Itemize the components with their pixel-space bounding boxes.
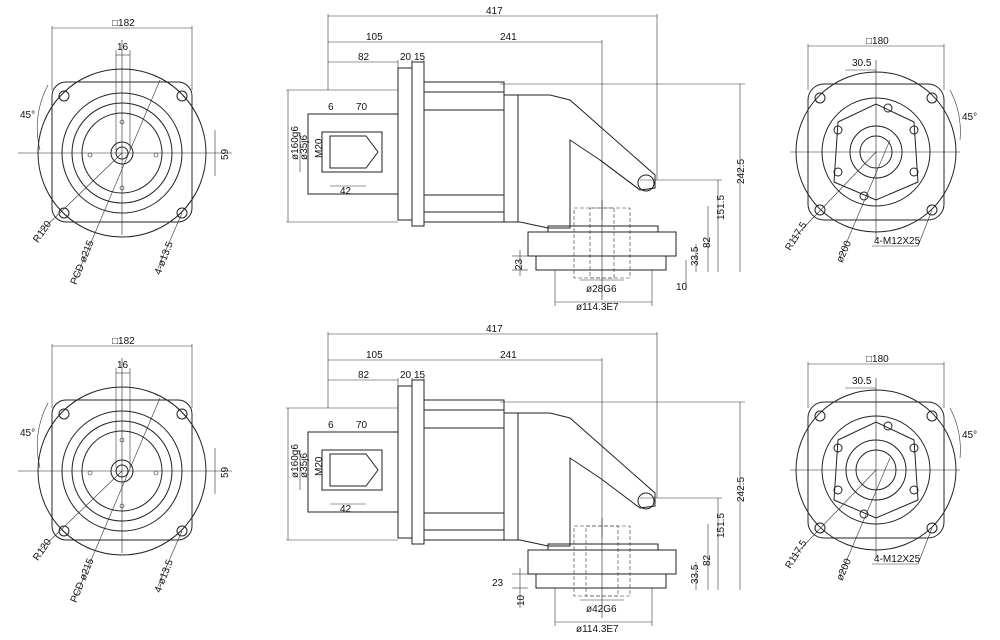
dim-105: 105 — [366, 32, 383, 43]
dim-15: 15 — [414, 52, 426, 63]
dim-shaft: ø160g6 — [290, 126, 301, 160]
dim-hub: 16 — [117, 42, 129, 53]
dim-dia-r: ø200 — [835, 239, 854, 265]
input-flange-view: □182 16 45° 59 — [18, 336, 232, 604]
dim-offset: 30.5 — [852, 58, 872, 69]
dim-42: 42 — [340, 186, 352, 197]
dim-angle-r: 45° — [962, 430, 977, 441]
dim-242: 242.5 — [736, 159, 747, 184]
dim-h82: 82 — [702, 236, 713, 248]
dim-82: 82 — [358, 52, 370, 63]
dim-out-pilot: ø114.3E7 — [576, 624, 619, 635]
dim-dia-r: ø200 — [835, 557, 854, 583]
drawing-set-1: □182 16 45° 59 — [18, 6, 977, 313]
dim-overall: 417 — [486, 324, 503, 335]
dim-thread: M20 — [314, 456, 325, 476]
dim-23: 23 — [514, 258, 525, 270]
dim-bolts: 4-M12X25 — [874, 236, 921, 247]
dim-h82: 82 — [702, 554, 713, 566]
dim-offset: 30.5 — [852, 376, 872, 387]
dim-105: 105 — [366, 350, 383, 361]
dim-radius-r: R117.5 — [783, 538, 809, 571]
dim-bolts: 4-M12X25 — [874, 554, 921, 565]
dim-33: 33.5 — [690, 564, 701, 584]
dim-height: 59 — [220, 148, 231, 160]
dim-151: 151.5 — [716, 513, 727, 538]
dim-out-bore: ø42G6 — [586, 604, 617, 615]
dim-out-bore: ø28G6 — [586, 284, 617, 295]
dim-square-r: □180 — [866, 354, 889, 365]
input-flange-view: □182 16 45° 59 — [18, 18, 232, 286]
dim-angle: 45° — [20, 110, 35, 121]
dim-151: 151.5 — [716, 195, 727, 220]
side-view: 417 105 241 82 20 15 — [286, 324, 747, 635]
dim-241: 241 — [500, 350, 517, 361]
dim-shaft: ø160g6 — [290, 444, 301, 478]
output-flange-view: □180 30.5 45° R117.5 ø — [783, 36, 977, 265]
dim-out-pilot: ø114.3E7 — [576, 302, 619, 313]
dim-10: 10 — [676, 282, 688, 293]
drawing-set-2: □182 16 45° 59 — [18, 324, 977, 635]
dim-key6: 6 — [328, 420, 334, 431]
dim-square-r: □180 — [866, 36, 889, 47]
output-flange-view: □180 30.5 45° R117.5 ø — [783, 354, 977, 583]
dim-radius: R120 — [31, 537, 54, 563]
dim-holes: 4-ø13.5 — [153, 558, 176, 594]
dim-thread: M20 — [314, 138, 325, 158]
dim-bore: ø35j6 — [299, 453, 310, 478]
side-view: 417 105 241 82 20 15 — [286, 6, 747, 313]
dim-pcd: PCD ø215 — [69, 239, 97, 287]
dim-10: 10 — [516, 594, 527, 606]
dim-angle-r: 45° — [962, 112, 977, 123]
dim-key70: 70 — [356, 420, 368, 431]
dim-overall: 417 — [486, 6, 503, 17]
dim-bore: ø35j6 — [299, 135, 310, 160]
dim-holes: 4-ø13.5 — [153, 240, 176, 276]
dim-20: 20 — [400, 52, 412, 63]
dim-33: 33.5 — [690, 246, 701, 266]
dim-23: 23 — [492, 578, 504, 589]
dim-square: □182 — [112, 18, 135, 29]
dim-241: 241 — [500, 32, 517, 43]
dim-key70: 70 — [356, 102, 368, 113]
dim-hub: 16 — [117, 360, 129, 371]
dim-242: 242.5 — [736, 477, 747, 502]
dim-height: 59 — [220, 466, 231, 478]
dim-pcd: PCD ø215 — [69, 557, 97, 605]
dim-key6: 6 — [328, 102, 334, 113]
dim-square: □182 — [112, 336, 135, 347]
dim-radius: R120 — [31, 219, 54, 245]
dim-42: 42 — [340, 504, 352, 515]
dim-82: 82 — [358, 370, 370, 381]
dim-20: 20 — [400, 370, 412, 381]
dim-15: 15 — [414, 370, 426, 381]
dim-angle: 45° — [20, 428, 35, 439]
dim-radius-r: R117.5 — [783, 220, 809, 253]
